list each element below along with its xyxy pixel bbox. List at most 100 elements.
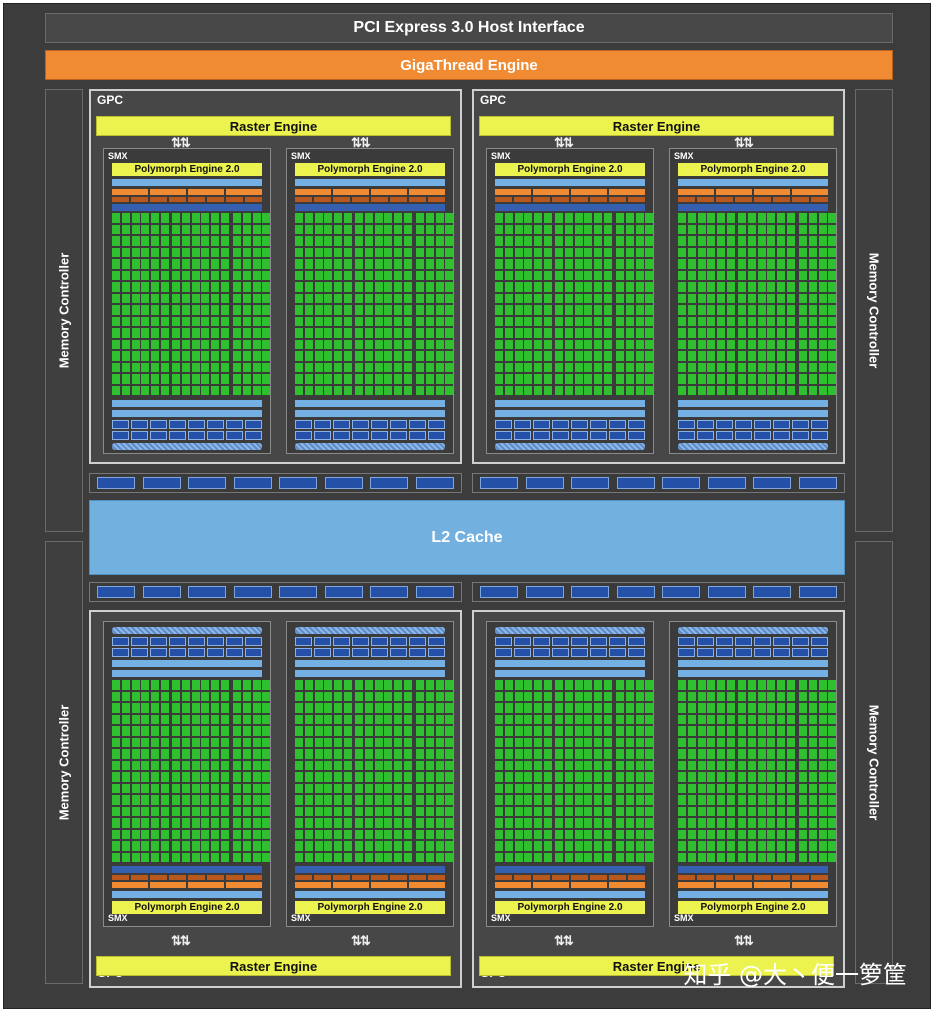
cuda-core [324, 270, 333, 280]
cuda-core [252, 726, 261, 736]
cuda-core [635, 316, 644, 326]
cuda-core [678, 703, 686, 713]
cuda-core [747, 829, 756, 839]
dispatch-unit-block [609, 197, 626, 202]
cuda-core [707, 691, 716, 701]
cuda-core [767, 737, 776, 747]
cuda-core [767, 714, 776, 724]
cuda-core [808, 224, 817, 234]
cuda-core [324, 282, 333, 292]
cuda-core [747, 737, 756, 747]
cuda-core [344, 737, 352, 747]
cuda-core [221, 374, 229, 384]
cuda-core [555, 680, 563, 690]
texture-unit [333, 420, 350, 429]
dispatch-unit-block [533, 197, 550, 202]
cuda-core [445, 247, 454, 257]
cuda-core [161, 305, 169, 315]
cuda-core [445, 783, 454, 793]
cuda-core [717, 305, 726, 315]
cuda-core [645, 385, 654, 395]
cuda-core [808, 714, 817, 724]
cuda-core [544, 270, 552, 280]
cuda-core [717, 806, 726, 816]
cuda-core [594, 772, 603, 782]
cuda-core [201, 236, 210, 246]
cuda-core [172, 714, 180, 724]
cuda-core [242, 818, 251, 828]
cuda-core [616, 293, 624, 303]
cuda-core [616, 247, 624, 257]
texture-unit [552, 648, 569, 657]
cuda-core [818, 749, 827, 759]
cuda-core [201, 282, 210, 292]
cuda-core [534, 236, 543, 246]
cuda-core [747, 213, 756, 223]
cuda-core [544, 691, 552, 701]
dispatch-unit-block [390, 875, 407, 880]
cuda-core [697, 305, 706, 315]
cuda-core [574, 737, 583, 747]
cuda-core [252, 328, 261, 338]
dispatch-unit-block [428, 875, 445, 880]
cuda-core [514, 691, 523, 701]
cuda-core [233, 385, 241, 395]
cuda-core [141, 282, 150, 292]
cuda-core [191, 224, 200, 234]
cuda-core [808, 236, 817, 246]
cuda-core [425, 714, 434, 724]
warp-scheduler-block [792, 882, 828, 888]
cuda-core [717, 385, 726, 395]
cuda-core [544, 247, 552, 257]
cuda-core [211, 339, 220, 349]
cuda-core [697, 247, 706, 257]
cuda-core [131, 726, 140, 736]
shared-memory-bar [295, 660, 445, 667]
cuda-core [344, 224, 352, 234]
cuda-core [172, 726, 180, 736]
cuda-core [384, 726, 393, 736]
cuda-core [678, 726, 686, 736]
cuda-core [757, 385, 766, 395]
cuda-core [374, 224, 383, 234]
cuda-core [112, 749, 120, 759]
cuda-core [727, 714, 735, 724]
cuda-core [687, 362, 696, 372]
cuda-core [304, 806, 313, 816]
cuda-core [201, 293, 210, 303]
cuda-core [344, 703, 352, 713]
cuda-core [425, 737, 434, 747]
cuda-core [707, 270, 716, 280]
cuda-core [818, 362, 827, 372]
cuda-core [495, 293, 503, 303]
cuda-core [717, 362, 726, 372]
cuda-core [574, 703, 583, 713]
cuda-core [747, 726, 756, 736]
cuda-core [787, 362, 795, 372]
cuda-core [404, 316, 412, 326]
cuda-core [767, 351, 776, 361]
cuda-core [787, 829, 795, 839]
cuda-core [252, 783, 261, 793]
cuda-core [717, 714, 726, 724]
cuda-core [445, 351, 454, 361]
cuda-core [687, 385, 696, 395]
cuda-core [242, 316, 251, 326]
cuda-core [131, 236, 140, 246]
cuda-core [435, 680, 444, 690]
cuda-core [221, 224, 229, 234]
cuda-core [697, 703, 706, 713]
cuda-core [416, 213, 424, 223]
cuda-core [757, 691, 766, 701]
cuda-core [262, 316, 271, 326]
cuda-core [534, 737, 543, 747]
cuda-core [355, 806, 363, 816]
cuda-core [262, 691, 271, 701]
cuda-core [514, 760, 523, 770]
cuda-core [131, 680, 140, 690]
cuda-core [262, 818, 271, 828]
cuda-core [355, 213, 363, 223]
cuda-core [495, 259, 503, 269]
cuda-core [495, 362, 503, 372]
cuda-core [334, 714, 343, 724]
